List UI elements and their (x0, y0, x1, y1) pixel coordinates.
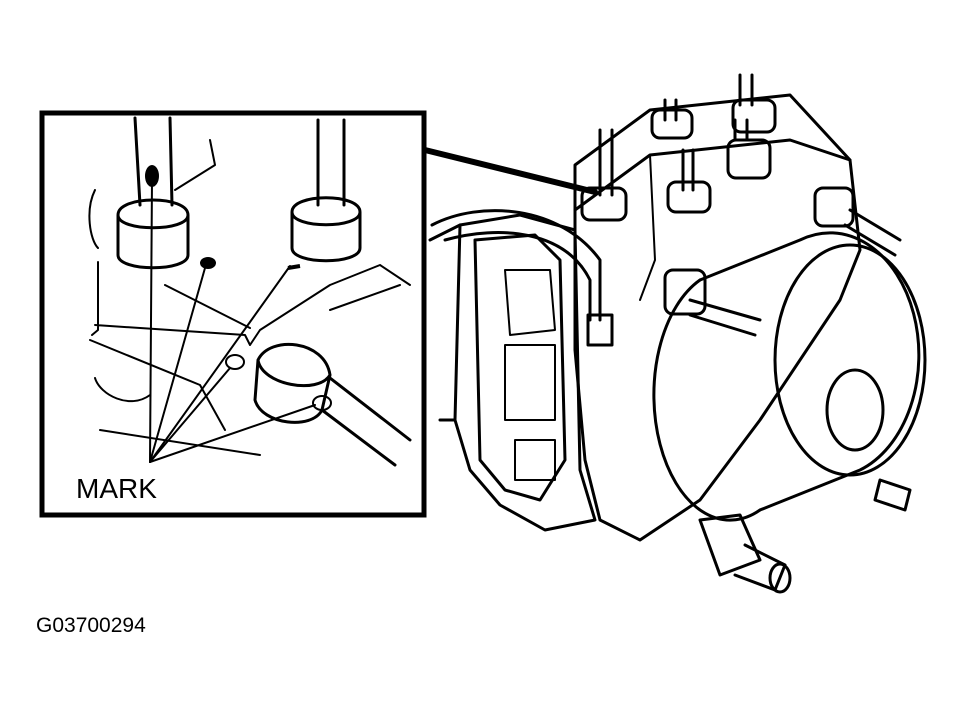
inset-pipe-right (316, 118, 346, 207)
mark-circle-left (225, 354, 245, 370)
control-module (428, 213, 597, 532)
inset-frame (39, 110, 427, 518)
unit-block-outline (573, 93, 862, 542)
mark-circle-right (312, 395, 332, 411)
inset-lower-fitting (253, 343, 332, 424)
unit-block-top-edge (573, 138, 852, 212)
inset-pipe-left (133, 116, 174, 207)
mark-leader-lines (149, 179, 316, 463)
inset-flare-nut-left (116, 198, 190, 270)
abs-hydraulic-unit (428, 73, 927, 594)
detail-inset: MARK (39, 110, 427, 518)
figure-code: G03700294 (36, 614, 146, 637)
pump-motor (652, 231, 927, 522)
mark-dot-pipe (145, 165, 159, 187)
inset-leader-line (422, 147, 598, 195)
brake-lines (598, 73, 902, 337)
inset-flare-nut-right (290, 196, 362, 263)
wiring-harness (430, 209, 602, 322)
inset-body-edges (88, 139, 411, 456)
unit-block-face-edge (639, 154, 656, 301)
flare-nuts (580, 98, 855, 316)
mark-label: MARK (76, 473, 157, 504)
inset-lower-pipe (320, 376, 412, 467)
mounting-bolts (698, 478, 912, 594)
harness-connector (586, 313, 614, 347)
mark-dot-body (200, 257, 216, 269)
